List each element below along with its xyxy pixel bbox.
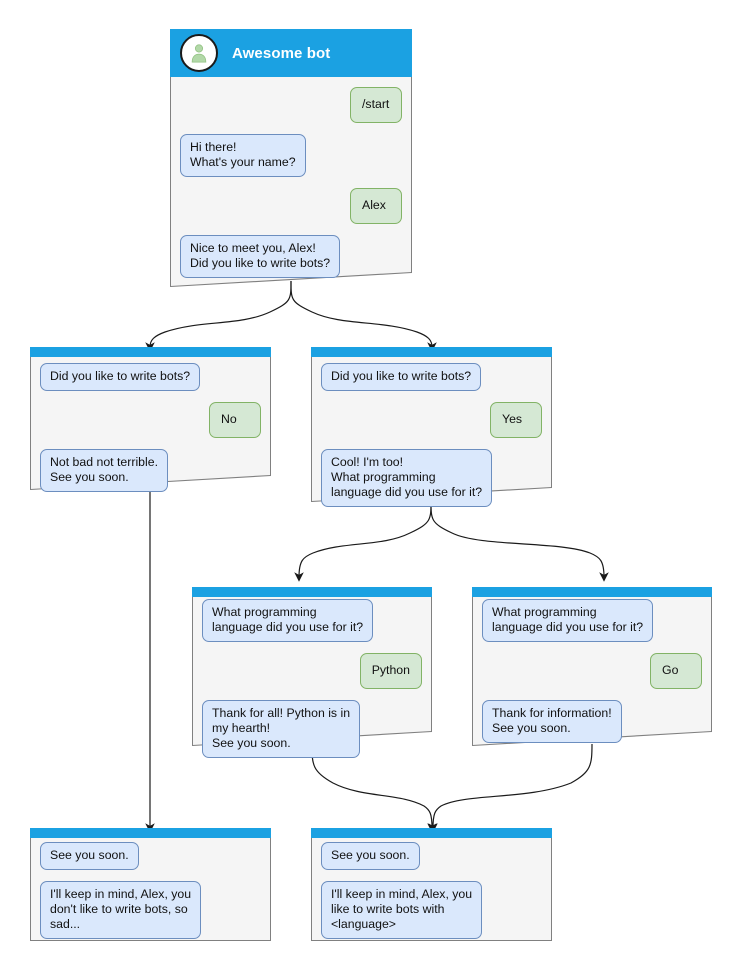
end-yes-card[interactable]: See you soon. I'll keep in mind, Alex, y…	[311, 828, 552, 941]
user-message-bubble[interactable]: Yes	[490, 402, 542, 438]
user-message-bubble[interactable]: Alex	[350, 188, 402, 224]
chat-thread: Did you like to write bots? No Not bad n…	[30, 363, 271, 503]
bot-message-bubble[interactable]: Thank for information! See you soon.	[482, 700, 622, 743]
message-row: Cool! I'm too! What programming language…	[321, 449, 542, 507]
message-row: Not bad not terrible. See you soon.	[40, 449, 261, 492]
chat-thread: /start Hi there! What's your name? Alex …	[170, 87, 412, 289]
card-header	[192, 587, 432, 597]
bot-message-bubble[interactable]: Cool! I'm too! What programming language…	[321, 449, 493, 507]
bot-message-bubble[interactable]: See you soon.	[321, 842, 420, 870]
end-no-card[interactable]: See you soon. I'll keep in mind, Alex, y…	[30, 828, 271, 941]
card-header	[311, 347, 552, 357]
card-header: Awesome bot	[170, 29, 412, 77]
connector-go-to-end-yes	[428, 743, 593, 833]
bot-message-bubble[interactable]: I'll keep in mind, Alex, you like to wri…	[321, 881, 483, 939]
message-row: See you soon.	[40, 842, 261, 870]
message-row: Yes	[321, 402, 542, 438]
user-message-bubble[interactable]: /start	[350, 87, 402, 123]
message-row: Go	[482, 653, 702, 689]
bot-message-bubble[interactable]: What programming language did you use fo…	[202, 599, 374, 642]
bot-message-bubble[interactable]: Thank for all! Python is in my hearth! S…	[202, 700, 361, 758]
bot-message-bubble[interactable]: Hi there! What's your name?	[180, 134, 306, 177]
user-message-bubble[interactable]: Go	[650, 653, 702, 689]
message-row: Python	[202, 653, 422, 689]
message-row: Did you like to write bots?	[321, 363, 542, 391]
message-row: What programming language did you use fo…	[482, 599, 702, 642]
message-row: Did you like to write bots?	[40, 363, 261, 391]
message-row: /start	[180, 87, 402, 123]
message-row: Alex	[180, 188, 402, 224]
bot-message-bubble[interactable]: Did you like to write bots?	[321, 363, 482, 391]
message-row: Hi there! What's your name?	[180, 134, 402, 177]
user-message-bubble[interactable]: Python	[359, 653, 422, 689]
message-row: I'll keep in mind, Alex, you don't like …	[40, 881, 261, 939]
branch-python-card[interactable]: What programming language did you use fo…	[192, 587, 432, 758]
bot-message-bubble[interactable]: See you soon.	[40, 842, 139, 870]
bot-message-bubble[interactable]: Nice to meet you, Alex! Did you like to …	[180, 235, 341, 278]
branch-go-card[interactable]: What programming language did you use fo…	[472, 587, 712, 747]
bot-message-bubble[interactable]: I'll keep in mind, Alex, you don't like …	[40, 881, 202, 939]
chat-thread: See you soon. I'll keep in mind, Alex, y…	[311, 842, 552, 950]
bot-title: Awesome bot	[232, 44, 331, 62]
message-row: Nice to meet you, Alex! Did you like to …	[180, 235, 402, 278]
connector-root-to-no	[145, 280, 292, 352]
message-row: What programming language did you use fo…	[202, 599, 422, 642]
chat-thread: See you soon. I'll keep in mind, Alex, y…	[30, 842, 271, 950]
branch-yes-card[interactable]: Did you like to write bots? Yes Cool! I'…	[311, 347, 552, 507]
message-row: Thank for all! Python is in my hearth! S…	[202, 700, 422, 758]
bot-message-bubble[interactable]: Did you like to write bots?	[40, 363, 201, 391]
message-row: See you soon.	[321, 842, 542, 870]
root-conversation-card[interactable]: Awesome bot /start Hi there! What's your…	[170, 29, 412, 289]
chat-thread: What programming language did you use fo…	[472, 599, 712, 754]
person-avatar-icon	[180, 34, 218, 72]
card-header	[30, 347, 271, 357]
message-row: No	[40, 402, 261, 438]
message-row: I'll keep in mind, Alex, you like to wri…	[321, 881, 542, 939]
user-message-bubble[interactable]: No	[209, 402, 261, 438]
chat-thread: Did you like to write bots? Yes Cool! I'…	[311, 363, 552, 518]
connector-root-to-yes	[290, 280, 437, 352]
bot-message-bubble[interactable]: What programming language did you use fo…	[482, 599, 654, 642]
branch-no-card[interactable]: Did you like to write bots? No Not bad n…	[30, 347, 271, 492]
message-row: Thank for information! See you soon.	[482, 700, 702, 743]
card-header	[472, 587, 712, 597]
card-header	[30, 828, 271, 838]
card-header	[311, 828, 552, 838]
bot-message-bubble[interactable]: Not bad not terrible. See you soon.	[40, 449, 169, 492]
chat-thread: What programming language did you use fo…	[192, 599, 432, 769]
